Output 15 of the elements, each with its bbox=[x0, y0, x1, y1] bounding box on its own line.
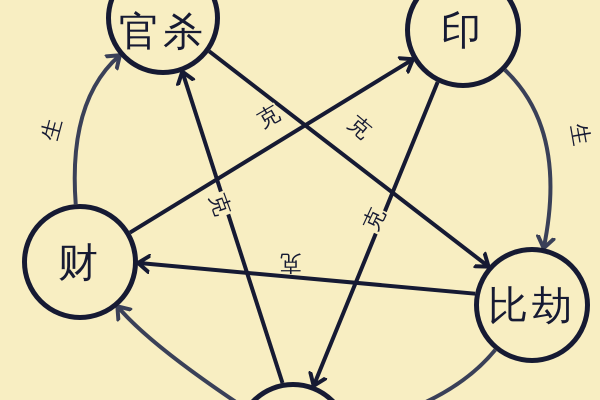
circle-node bbox=[474, 247, 590, 363]
edge-label: 克 bbox=[279, 251, 303, 273]
circle-node bbox=[22, 204, 138, 320]
node-label: 官杀 bbox=[119, 8, 207, 56]
node-label: 印 bbox=[441, 6, 485, 56]
arrow bbox=[208, 50, 491, 269]
arrow bbox=[128, 56, 415, 234]
arrow bbox=[176, 70, 284, 384]
arrow bbox=[72, 53, 122, 204]
arrow bbox=[136, 254, 476, 296]
arrow bbox=[504, 68, 556, 250]
arrow bbox=[308, 81, 440, 388]
node-label: 比劫 bbox=[488, 282, 576, 330]
circle-node bbox=[405, 0, 521, 88]
node-label: 财 bbox=[58, 238, 102, 288]
